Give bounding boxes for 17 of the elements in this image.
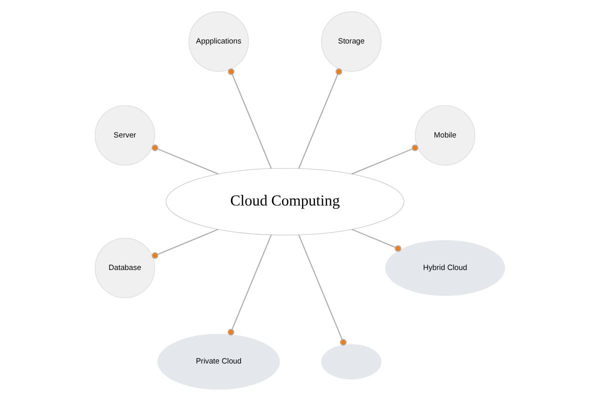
node-ellipse: Private Cloud (157, 333, 280, 390)
connector (152, 144, 218, 174)
node-ellipse: Cloud Computing (166, 167, 404, 235)
connector (228, 68, 272, 168)
connector (298, 68, 342, 168)
node-circle: Appplications (188, 10, 249, 72)
node-circle: Server (94, 104, 156, 165)
connector (228, 234, 272, 335)
connector (352, 144, 418, 174)
node-cloud (321, 344, 382, 379)
connector (352, 228, 402, 252)
node-ellipse: Hybrid Cloud (385, 240, 506, 296)
node-circle: Database (94, 237, 156, 298)
node-circle: Storage (321, 10, 382, 72)
node-circle: Mobile (414, 104, 476, 165)
connector (152, 228, 218, 258)
connector (298, 234, 347, 346)
